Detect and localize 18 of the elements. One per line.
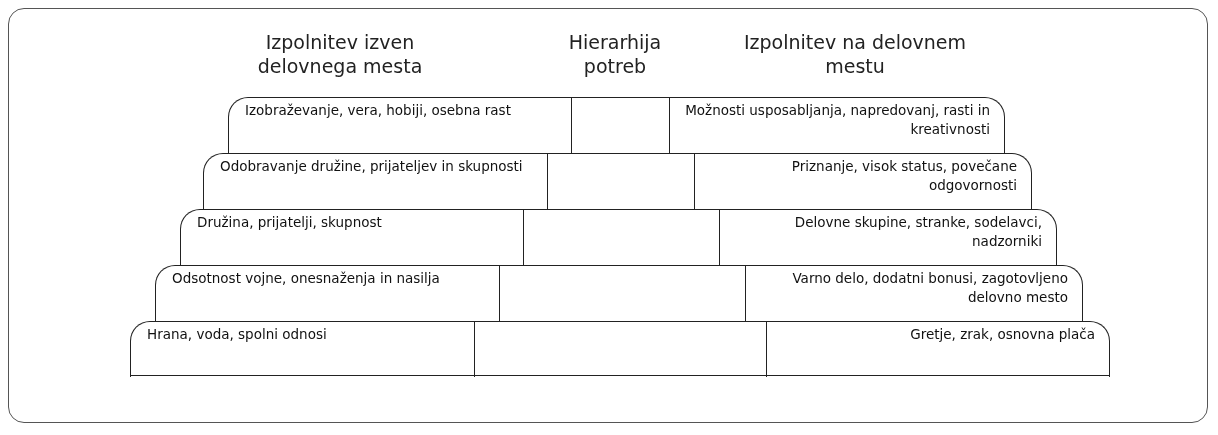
tier-text: Odobravanje družine, prijateljev in skupnosti <box>220 157 524 176</box>
tier-text: Izobraževanje, vera, hobiji, osebna rast <box>245 101 512 120</box>
tier-text: Priznanje, visok status, povečane odgovornosti <box>790 157 1017 195</box>
tier-text: Varno delo, dodatni bonusi, zagotovljeno delovno mesto <box>791 269 1068 307</box>
tier-text: Delovne skupine, stranke, sodelavci, nadzorniki <box>793 213 1042 251</box>
tier-text: Možnosti usposabljanja, napredovanj, rasti in kreativnosti <box>684 101 990 139</box>
pyramid-tier <box>155 265 1083 321</box>
pyramid-tier <box>130 321 1110 377</box>
tier-text: Odsotnost vojne, onesnaženja in nasilja <box>172 269 441 288</box>
tier-text: Družina, prijatelji, skupnost <box>197 213 383 232</box>
pyramid-tier <box>228 97 1005 153</box>
column-heading: Hierarhija potreb <box>567 30 663 78</box>
tier-text: Hrana, voda, spolni odnosi <box>147 325 328 344</box>
pyramid-tier <box>180 209 1057 265</box>
pyramid-tier <box>203 153 1032 209</box>
tier-text: Gretje, zrak, osnovna plača <box>909 325 1095 344</box>
column-heading: Izpolnitev na delovnem mestu <box>742 30 968 78</box>
column-heading: Izpolnitev izven delovnega mesta <box>256 30 424 78</box>
